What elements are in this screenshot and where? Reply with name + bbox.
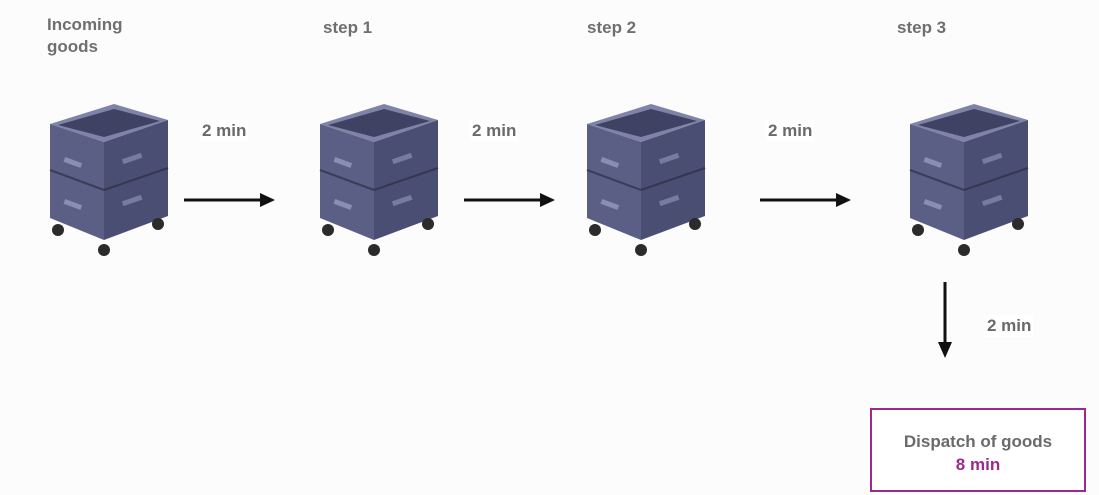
dispatch-label: Dispatch of goods: [872, 430, 1084, 453]
arrow-right-icon: [462, 190, 558, 210]
stage-label-step-1: step 1: [323, 17, 372, 39]
arrow-down-icon: [935, 280, 955, 362]
transition-time-4: 2 min: [985, 315, 1033, 337]
dispatch-total-time: 8 min: [872, 453, 1084, 476]
stage-label-incoming: Incoming goods: [47, 14, 157, 58]
arrow-right-icon: [182, 190, 278, 210]
cart-icon-incoming: [36, 90, 176, 260]
stage-label-step-3: step 3: [897, 17, 946, 39]
transition-time-3: 2 min: [766, 120, 814, 142]
cart-icon-step-3: [896, 90, 1036, 260]
transition-time-2: 2 min: [470, 120, 518, 142]
cart-icon-step-1: [306, 90, 446, 260]
stage-label-step-2: step 2: [587, 17, 636, 39]
arrow-right-icon: [758, 190, 854, 210]
transition-time-1: 2 min: [200, 120, 248, 142]
cart-icon-step-2: [573, 90, 713, 260]
dispatch-box: Dispatch of goods 8 min: [870, 408, 1086, 492]
